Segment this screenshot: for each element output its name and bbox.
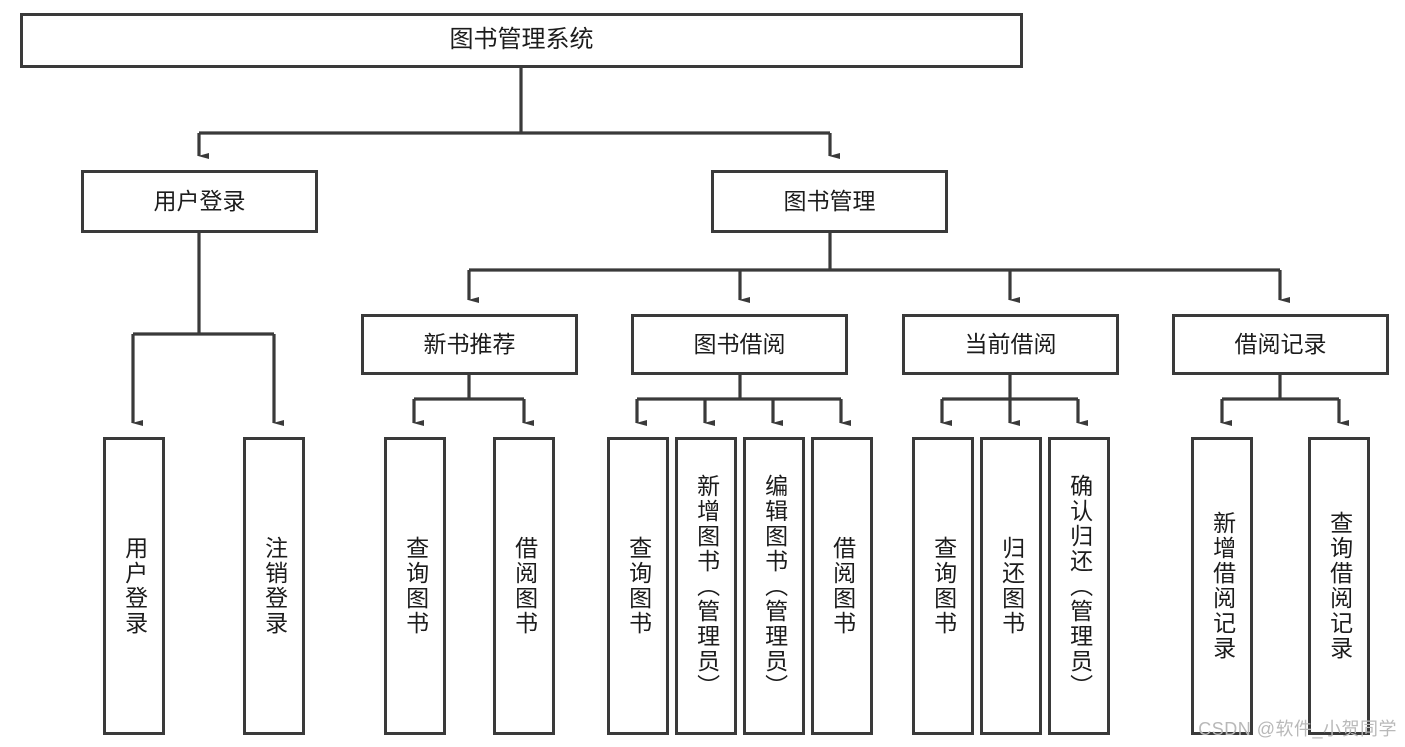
- node-label: 图书借阅: [693, 330, 786, 357]
- node-label: 用户登录: [121, 536, 148, 636]
- node-label: 查询图书: [625, 536, 652, 636]
- node-current-borrow[interactable]: 当前借阅: [902, 314, 1119, 375]
- leaf-book-borrow-query[interactable]: 查询图书: [607, 437, 669, 735]
- node-book-borrow[interactable]: 图书借阅: [631, 314, 848, 375]
- node-label: 图书管理: [783, 187, 876, 214]
- node-borrow-record[interactable]: 借阅记录: [1172, 314, 1389, 375]
- node-label: 查询图书: [930, 536, 957, 636]
- node-label: 编辑图书（管理员）: [761, 473, 788, 699]
- leaf-borrow-record-add[interactable]: 新增借阅记录: [1191, 437, 1253, 735]
- leaf-current-borrow-confirm-admin[interactable]: 确认归还（管理员）: [1048, 437, 1110, 735]
- node-new-book-recommend[interactable]: 新书推荐: [361, 314, 578, 375]
- node-label: 查询图书: [402, 536, 429, 636]
- node-label: 查询借阅记录: [1326, 511, 1353, 661]
- leaf-book-borrow-edit-admin[interactable]: 编辑图书（管理员）: [743, 437, 805, 735]
- node-label: 注销登录: [261, 536, 288, 636]
- leaf-new-book-borrow[interactable]: 借阅图书: [493, 437, 555, 735]
- leaf-current-borrow-return[interactable]: 归还图书: [980, 437, 1042, 735]
- node-label: 新增借阅记录: [1209, 511, 1236, 661]
- csdn-watermark: CSDN @软件_小贺同学: [1198, 719, 1397, 739]
- leaf-new-book-query[interactable]: 查询图书: [384, 437, 446, 735]
- node-label: 归还图书: [998, 536, 1025, 636]
- node-label: 图书管理系统: [449, 26, 594, 54]
- node-label: 新书推荐: [423, 330, 516, 357]
- node-label: 借阅记录: [1234, 330, 1327, 357]
- node-label: 借阅图书: [511, 536, 538, 636]
- node-label: 当前借阅: [964, 330, 1057, 357]
- leaf-book-borrow-borrow[interactable]: 借阅图书: [811, 437, 873, 735]
- leaf-book-borrow-add-admin[interactable]: 新增图书（管理员）: [675, 437, 737, 735]
- leaf-user-login-signout[interactable]: 注销登录: [243, 437, 305, 735]
- node-label: 新增图书（管理员）: [693, 473, 720, 699]
- node-user-login[interactable]: 用户登录: [81, 170, 318, 233]
- node-root-book-management-system[interactable]: 图书管理系统: [20, 13, 1023, 68]
- node-label: 确认归还（管理员）: [1066, 473, 1093, 699]
- node-book-management[interactable]: 图书管理: [711, 170, 948, 233]
- node-label: 借阅图书: [829, 536, 856, 636]
- leaf-user-login-signin[interactable]: 用户登录: [103, 437, 165, 735]
- leaf-current-borrow-query[interactable]: 查询图书: [912, 437, 974, 735]
- leaf-borrow-record-query[interactable]: 查询借阅记录: [1308, 437, 1370, 735]
- node-label: 用户登录: [153, 187, 246, 214]
